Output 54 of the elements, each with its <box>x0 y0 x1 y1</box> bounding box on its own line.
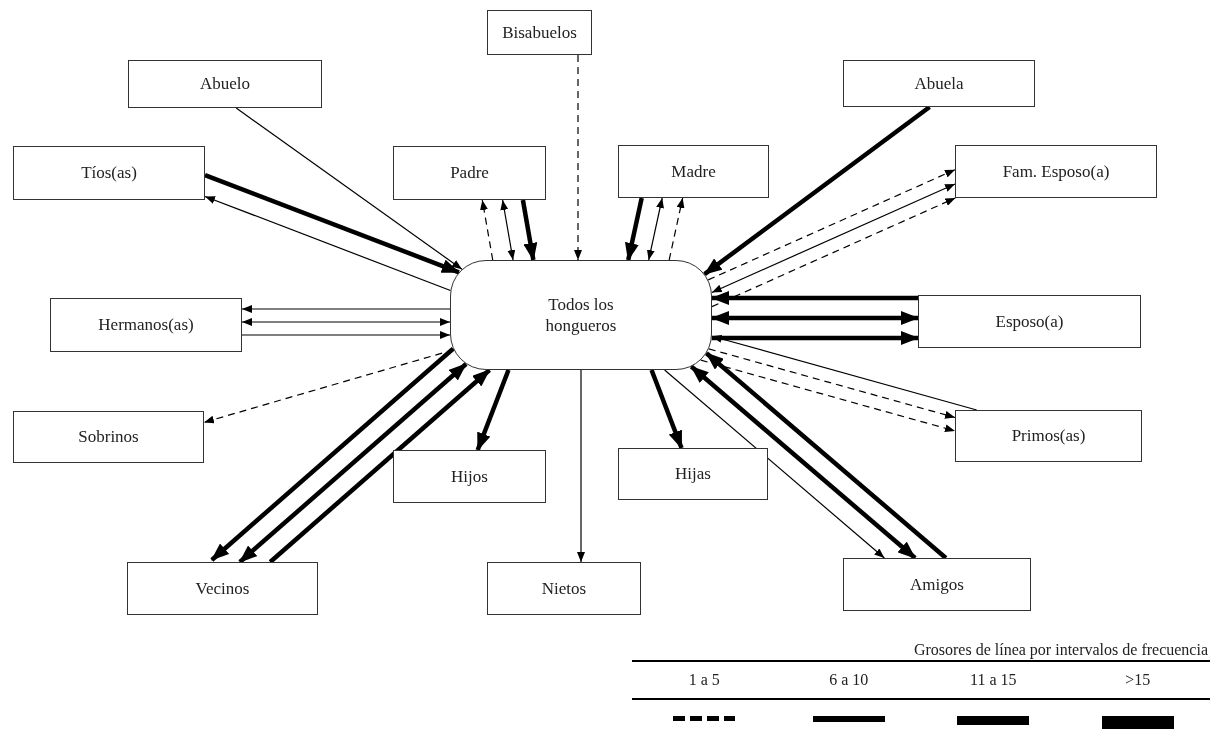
label-box: Nietos <box>487 562 641 615</box>
label-box: Tíos(as) <box>13 146 205 200</box>
arrow <box>235 107 463 270</box>
label-box: Hijos <box>393 450 546 503</box>
arrow <box>700 359 956 433</box>
arrow <box>668 197 685 261</box>
arrow <box>204 172 460 275</box>
arrow <box>241 305 451 313</box>
arrow <box>520 199 538 261</box>
label-box: Bisabuelos <box>487 10 592 55</box>
arrow <box>711 291 918 305</box>
arrow <box>500 199 516 261</box>
label-box: Primos(as) <box>955 410 1142 462</box>
arrow <box>577 369 585 563</box>
arrow <box>711 183 956 294</box>
arrow <box>649 369 684 449</box>
legend-label: 6 a 10 <box>829 670 869 690</box>
arrow <box>689 364 917 560</box>
arrow <box>711 331 919 345</box>
arrow <box>707 169 956 281</box>
arrow <box>238 362 468 564</box>
label-box: Madre <box>618 145 769 198</box>
label-box: Abuelo <box>128 60 322 108</box>
arrow <box>480 199 494 261</box>
label-box: Padre <box>393 146 546 200</box>
label-box: Hijas <box>618 448 768 500</box>
arrow <box>646 197 664 261</box>
arrow <box>711 335 978 411</box>
label-box: Sobrinos <box>13 411 204 463</box>
legend-label: 1 a 5 <box>688 670 720 690</box>
arrow <box>711 197 956 308</box>
arrow <box>664 369 885 559</box>
arrow <box>268 368 491 564</box>
arrow <box>241 318 451 326</box>
arrow <box>711 311 919 325</box>
label-box: Abuela <box>843 60 1035 107</box>
label-box: Esposo(a) <box>918 295 1141 348</box>
arrow <box>705 351 948 560</box>
arrow <box>475 369 511 451</box>
arrow <box>241 331 451 339</box>
arrow <box>204 195 452 292</box>
legend-title: Grosores de línea por intervalos de frecuencia <box>913 640 1208 661</box>
label-box: Fam. Esposo(a) <box>955 145 1157 198</box>
label-box: Amigos <box>843 558 1031 611</box>
arrow <box>574 54 582 261</box>
arrow <box>625 197 644 261</box>
arrow <box>210 347 455 562</box>
legend-label: >15 <box>1125 670 1151 690</box>
legend-label: 11 a 15 <box>970 670 1017 690</box>
label-box: Vecinos <box>127 562 318 615</box>
arrow <box>708 348 956 419</box>
rounded-box: Todos los hongueros <box>450 260 712 370</box>
label-box: Hermanos(as) <box>50 298 242 352</box>
arrow <box>703 105 931 276</box>
